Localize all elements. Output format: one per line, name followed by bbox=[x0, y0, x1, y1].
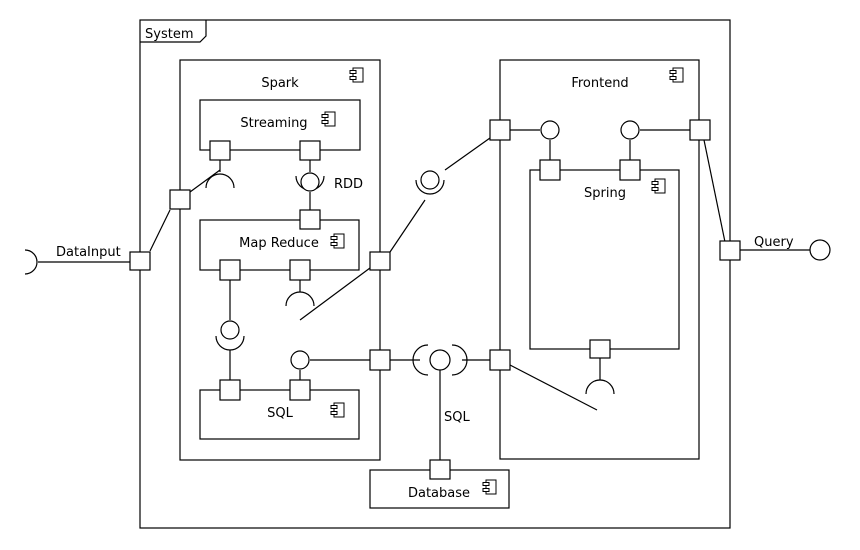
lollipop bbox=[540, 120, 560, 140]
port bbox=[619, 159, 641, 181]
spark-label: Spark bbox=[261, 76, 299, 91]
port bbox=[289, 379, 311, 401]
connectors bbox=[38, 129, 810, 460]
data-link bbox=[189, 169, 221, 193]
port bbox=[489, 119, 511, 141]
sql-interface-label: SQL bbox=[444, 410, 470, 425]
port bbox=[719, 240, 741, 261]
rdd-lollipop bbox=[300, 172, 320, 192]
frontend-link bbox=[444, 137, 491, 171]
query-lollipop bbox=[809, 239, 831, 261]
system-label: System bbox=[145, 27, 193, 42]
database-label: Database bbox=[408, 486, 470, 501]
sockets bbox=[24, 173, 615, 395]
port bbox=[489, 349, 511, 371]
frontend-label: Frontend bbox=[571, 76, 628, 91]
port bbox=[209, 140, 231, 161]
query-link bbox=[703, 139, 726, 243]
port bbox=[299, 140, 321, 161]
port bbox=[429, 459, 451, 480]
port bbox=[369, 251, 391, 271]
datainput-label: DataInput bbox=[56, 245, 121, 260]
port bbox=[129, 251, 151, 271]
port bbox=[299, 209, 321, 230]
lollipop bbox=[220, 320, 240, 340]
spring-sql-link bbox=[509, 364, 598, 411]
port bbox=[169, 189, 191, 210]
port bbox=[369, 349, 391, 371]
port bbox=[289, 259, 311, 281]
mapreduce-link bbox=[389, 199, 426, 253]
sql-component-label: SQL bbox=[267, 406, 293, 421]
mapreduce-link bbox=[299, 267, 371, 321]
socket bbox=[415, 179, 445, 195]
query-label: Query bbox=[754, 235, 794, 250]
lollipop bbox=[420, 170, 440, 190]
spring-label: Spring bbox=[584, 186, 626, 201]
socket bbox=[215, 335, 245, 351]
database-component: Database bbox=[369, 469, 510, 509]
sql-socket bbox=[412, 344, 429, 376]
port bbox=[689, 119, 711, 141]
datainput-socket bbox=[24, 249, 38, 275]
streaming-label: Streaming bbox=[240, 116, 307, 131]
port bbox=[589, 339, 611, 359]
port bbox=[219, 259, 241, 281]
spring-component: Spring bbox=[529, 169, 680, 350]
map-reduce-label: Map Reduce bbox=[239, 236, 319, 251]
socket bbox=[285, 291, 315, 307]
port bbox=[539, 159, 561, 181]
port bbox=[219, 379, 241, 401]
sql-socket bbox=[451, 344, 468, 376]
data-link bbox=[149, 209, 171, 252]
lollipops bbox=[220, 120, 831, 371]
rdd-label: RDD bbox=[334, 177, 363, 192]
ports bbox=[129, 119, 741, 480]
map-reduce-component: Map Reduce bbox=[199, 219, 360, 271]
lollipop bbox=[620, 120, 640, 140]
socket bbox=[205, 173, 235, 189]
lollipop bbox=[290, 350, 310, 370]
socket bbox=[585, 379, 615, 395]
sql-lollipop bbox=[429, 349, 451, 371]
